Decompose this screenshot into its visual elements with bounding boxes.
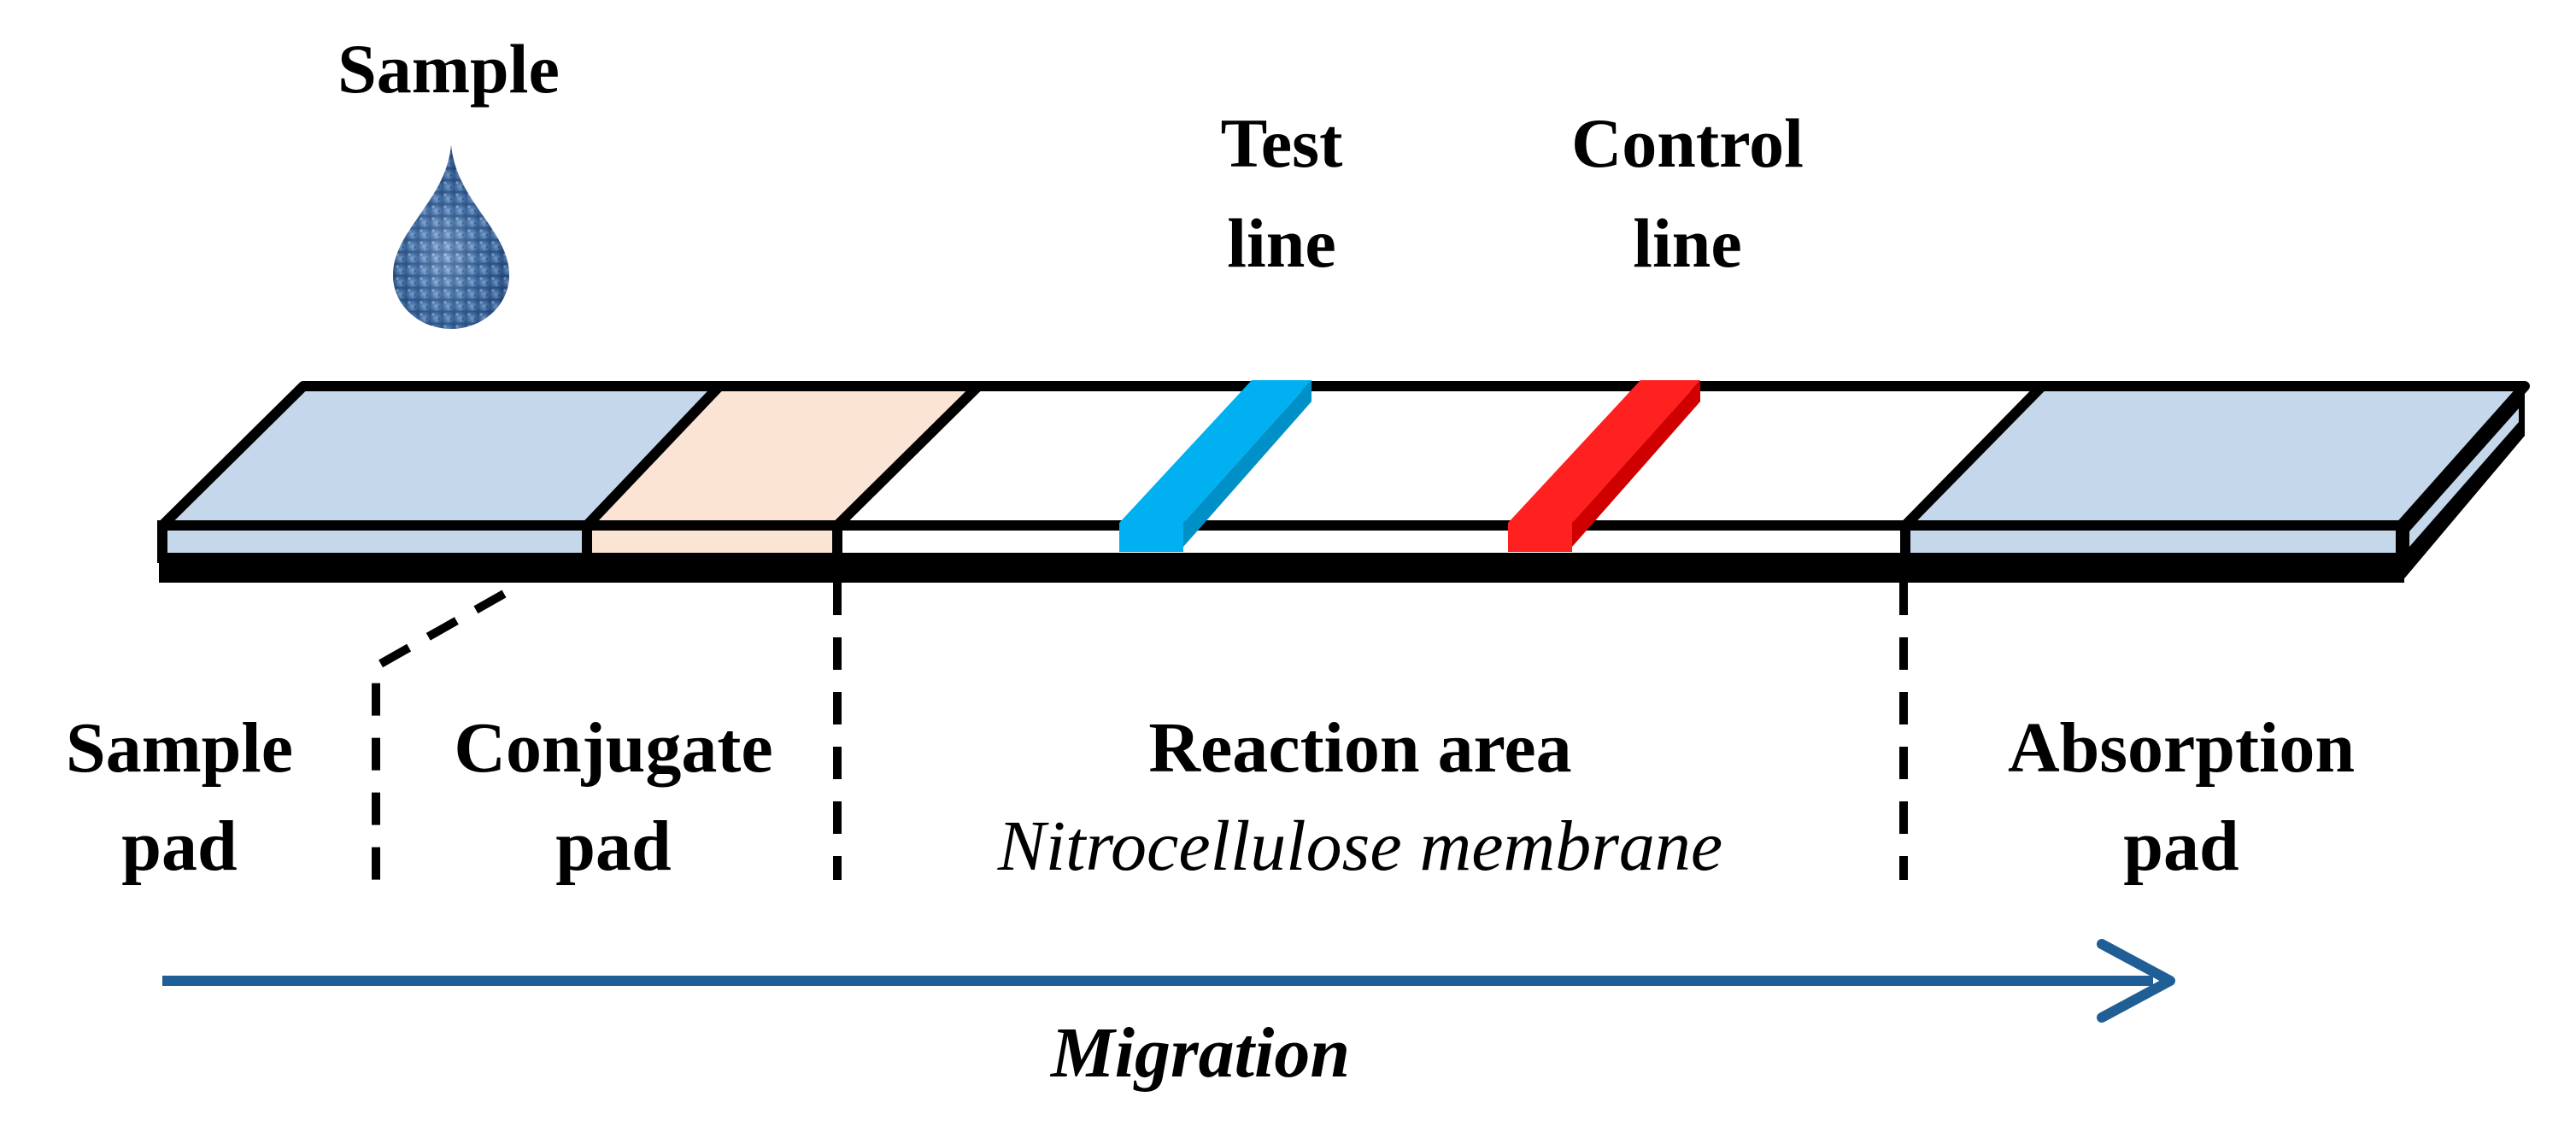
absorption-pad-front xyxy=(1900,520,2406,563)
sample-pad-label-1: Sample xyxy=(66,708,293,788)
membrane-top xyxy=(832,381,2047,531)
conjugate-pad-label-1: Conjugate xyxy=(454,708,772,788)
test-strip xyxy=(157,380,2530,583)
sample-pad-label-2: pad xyxy=(121,806,237,886)
divider-lines xyxy=(372,583,1908,897)
migration-label: Migration xyxy=(1049,1013,1350,1093)
reaction-area-label: Reaction area xyxy=(1148,708,1571,788)
test-line xyxy=(1119,380,1311,552)
sample-conjugate-divider xyxy=(372,589,507,897)
absorption-pad-label-1: Absorption xyxy=(2008,708,2355,788)
control-line-label-2: line xyxy=(1633,204,1742,282)
water-drop-icon xyxy=(393,145,509,329)
conjugate-pad-front xyxy=(582,520,842,563)
absorption-pad-label-2: pad xyxy=(2123,806,2239,886)
sample-label: Sample xyxy=(337,30,560,108)
control-line-label-1: Control xyxy=(1571,104,1804,182)
nitrocellulose-label: Nitrocellulose membrane xyxy=(997,806,1722,886)
right-arrow-icon xyxy=(162,939,2175,1023)
absorption-side-highlight xyxy=(2409,408,2519,547)
test-line-label-1: Test xyxy=(1221,104,1343,182)
test-line-label-2: line xyxy=(1227,204,1336,282)
control-line xyxy=(1508,380,1700,552)
conjugate-pad-label-2: pad xyxy=(555,806,671,886)
sample-pad-front xyxy=(157,520,592,563)
backing-card-front xyxy=(159,555,2404,583)
membrane-front xyxy=(832,520,1910,563)
